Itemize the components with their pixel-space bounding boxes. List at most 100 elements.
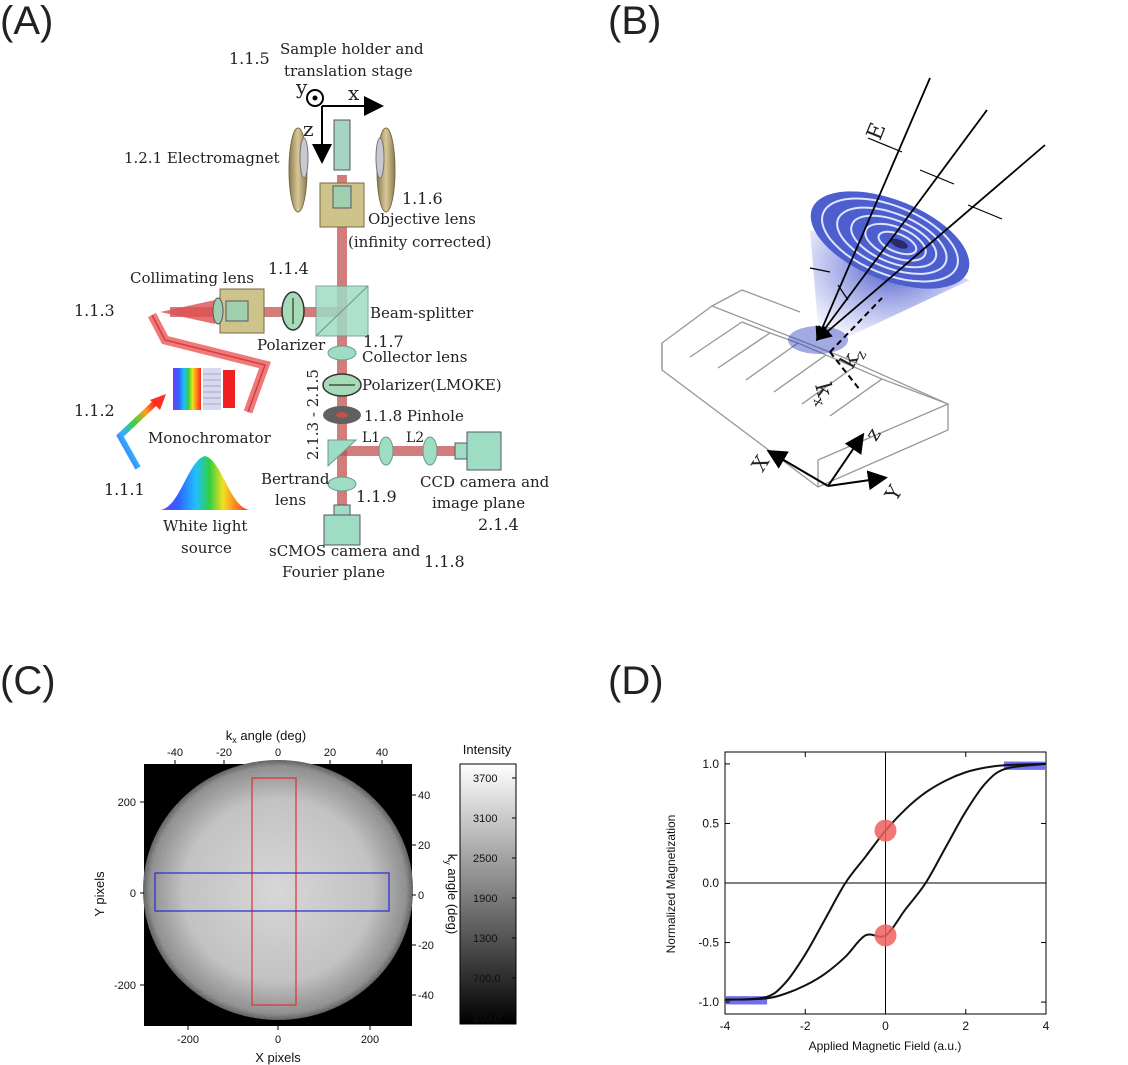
colorbar-tick-label: 3700 xyxy=(473,773,497,785)
label-ccd-line1: CCD camera and xyxy=(420,473,550,491)
top-tick-label: 20 xyxy=(324,747,336,759)
label-ccd-line2: image plane xyxy=(432,494,525,512)
axis-z-label: z xyxy=(303,117,314,141)
label-1-1-5: 1.1.5 xyxy=(229,49,270,68)
label-scmos-line2: Fourier plane xyxy=(282,563,385,581)
incoming-rays xyxy=(815,77,1046,342)
white-light-spectrum xyxy=(160,456,250,510)
label-l1: L1 xyxy=(362,430,380,446)
panel-label-b: (B) xyxy=(608,0,661,43)
colorbar-title: Intensity xyxy=(463,742,512,757)
remanence-marker xyxy=(874,924,897,947)
label-electromagnet: 1.2.1 Electromagnet xyxy=(124,149,280,167)
label-axis-Y: Y xyxy=(879,480,907,505)
y-tick-label: 1.0 xyxy=(702,757,719,771)
panel-label-c: (C) xyxy=(0,659,56,703)
ccd-camera xyxy=(466,431,502,471)
colorbar-tick-label: 3100 xyxy=(473,813,497,825)
roi-vertical xyxy=(251,777,297,1006)
kz-dashed xyxy=(829,297,883,353)
label-bertrand-line1: Bertrand xyxy=(261,470,330,488)
bottom-tick-label: 200 xyxy=(361,1034,379,1046)
label-beamsplitter: Beam-splitter xyxy=(370,304,474,322)
label-monochromator: Monochromator xyxy=(148,429,272,447)
sample xyxy=(333,119,351,171)
polarization-arrows xyxy=(809,137,1003,301)
colorbar-ticks: 3700 3100 2500 1900 1300 700,0 100,0 xyxy=(473,773,516,1025)
top-tick-label: -20 xyxy=(216,747,232,759)
left-tick-label: 0 xyxy=(130,888,136,900)
label-1-1-7: 1.1.7 xyxy=(363,332,404,351)
label-1-1-8: 1.1.8 xyxy=(424,552,465,571)
label-polarizer-lmoke: Polarizer(LMOKE) xyxy=(362,376,502,394)
right-axis-label: ky angle (deg) xyxy=(443,854,460,934)
label-collimating: Collimating lens xyxy=(130,269,254,287)
colorbar-tick-label: 1300 xyxy=(473,933,497,945)
label-white-line2: source xyxy=(181,539,232,557)
right-tick-label: 20 xyxy=(418,840,430,852)
left-axis-label: Y pixels xyxy=(92,871,107,917)
bottom-tick-label: -200 xyxy=(177,1034,199,1046)
left-tick-label: 200 xyxy=(118,797,136,809)
x-tick-label: 4 xyxy=(1043,1019,1050,1033)
colorbar-tick-label: 1900 xyxy=(473,893,497,905)
top-tick-label: -40 xyxy=(167,747,183,759)
colorbar xyxy=(459,763,517,1025)
bertrand-lens xyxy=(327,476,357,492)
label-collector: Collector lens xyxy=(362,348,467,366)
bertrand-prism xyxy=(327,439,358,468)
top-tick-label: 40 xyxy=(376,747,388,759)
monochromator xyxy=(173,368,235,410)
label-1-1-9: 1.1.9 xyxy=(356,487,397,506)
axis-y-label: y xyxy=(295,75,308,99)
label-objective-line1: Objective lens xyxy=(368,210,476,228)
label-axis-X: X xyxy=(746,450,774,475)
label-2-1-4: 2.1.4 xyxy=(478,515,519,534)
lens-l2 xyxy=(422,436,438,466)
panel-label-d: (D) xyxy=(608,659,664,703)
y-tick-label: -0.5 xyxy=(698,936,719,950)
electromagnet-right xyxy=(375,127,396,213)
kx-dashed xyxy=(829,351,861,391)
zero-axes xyxy=(725,752,1046,1014)
panel-b-grating-diagram: E kz kx X Y z xyxy=(661,77,1046,506)
label-bertrand-line2: lens xyxy=(275,491,306,509)
label-1-1-6: 1.1.6 xyxy=(402,189,443,208)
colorbar-tick-label: 2500 xyxy=(473,853,497,865)
axis-x-label: x xyxy=(348,81,360,105)
electromagnet-left xyxy=(288,127,309,213)
x-tick-label: -4 xyxy=(720,1019,731,1033)
roi-horizontal xyxy=(154,872,390,912)
colorbar-tick-label: 700,0 xyxy=(473,973,501,985)
label-polarizer: Polarizer xyxy=(257,336,326,354)
label-objective-line2: (infinity corrected) xyxy=(348,233,491,251)
remanence-markers xyxy=(874,819,897,947)
top-axis-ticks: -40 -20 0 20 40 xyxy=(167,747,388,764)
label-pinhole: 1.1.8 Pinhole xyxy=(364,407,464,425)
horizontal-beam-right xyxy=(340,446,460,456)
label-sample-line1: Sample holder and xyxy=(280,40,424,58)
label-E: E xyxy=(862,120,891,144)
collector-lens xyxy=(327,345,357,361)
right-tick-label: 40 xyxy=(418,790,430,802)
top-axis-label: kx angle (deg) xyxy=(226,728,306,745)
label-1-1-1: 1.1.1 xyxy=(104,480,145,499)
x-tick-label: 0 xyxy=(882,1019,889,1033)
colorbar-tick-label: 100,0 xyxy=(473,1013,501,1025)
remanence-marker xyxy=(874,819,897,842)
right-tick-label: -40 xyxy=(418,990,434,1002)
y-axis-label: Normalized Magnetization xyxy=(664,815,678,954)
top-tick-label: 0 xyxy=(275,747,281,759)
coordinate-axes-b xyxy=(766,432,888,491)
spectrum-arrow xyxy=(116,400,158,470)
y-tick-label: 0.5 xyxy=(702,816,719,830)
beam-cone xyxy=(160,300,215,324)
label-1-1-4: 1.1.4 xyxy=(268,259,309,278)
label-1-1-3: 1.1.3 xyxy=(74,301,115,320)
